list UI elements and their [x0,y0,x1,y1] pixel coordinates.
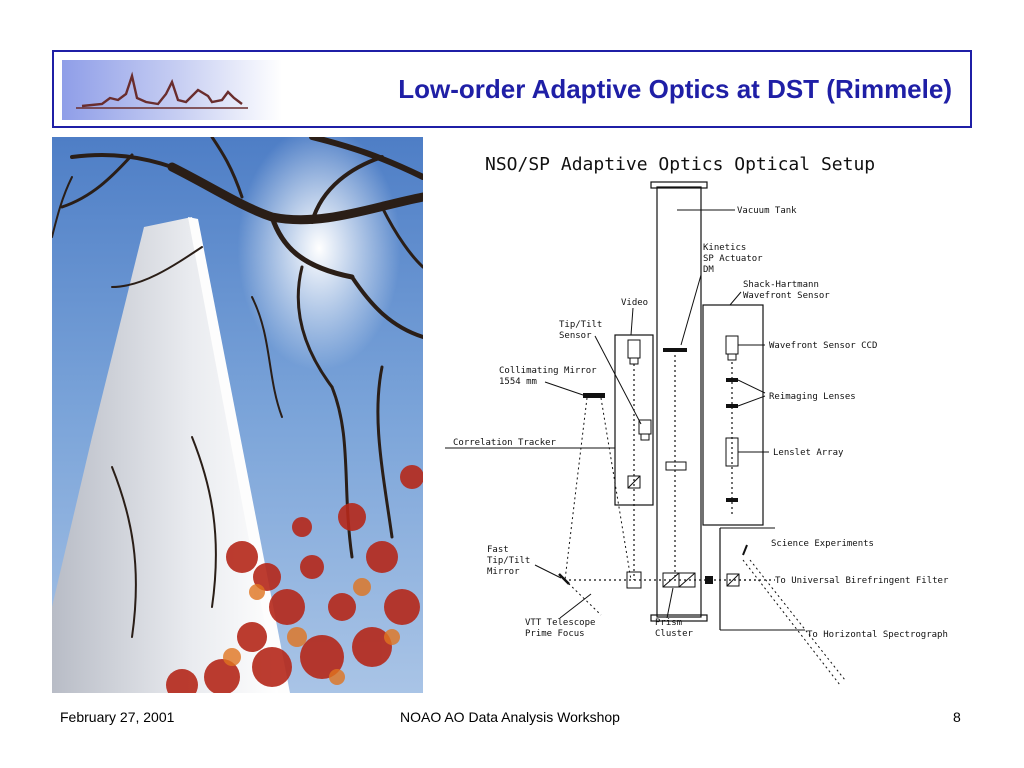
label-collimating-2: 1554 mm [499,377,537,387]
label-vtt-1: VTT Telescope [525,618,595,628]
label-fast-2: Tip/Tilt [487,556,530,566]
footer-page-number: 8 [953,709,961,725]
footer-event: NOAO AO Data Analysis Workshop [400,709,620,725]
observatory-logo [62,60,282,120]
collimating-mirror [583,393,605,398]
label-science: Science Experiments [771,539,874,549]
label-tiptilt-sensor-1: Tip/Tilt [559,320,602,330]
label-ubf: To Universal Birefringent Filter [775,576,949,586]
label-wavefront-ccd: Wavefront Sensor CCD [769,341,877,351]
label-reimaging: Reimaging Lenses [769,392,856,402]
label-collimating-1: Collimating Mirror [499,366,597,376]
wavefront-sensor-box [702,304,764,526]
label-vtt-2: Prime Focus [525,629,585,639]
deformable-mirror [663,348,687,352]
telescope-photo [52,137,423,693]
optical-setup-diagram: NSO/SP Adaptive Optics Optical Setup Vac… [445,154,949,686]
label-horizontal: To Horizontal Spectrograph [807,630,948,640]
footer-date: February 27, 2001 [60,709,175,725]
label-kinetics-3: DM [703,265,714,275]
label-tiptilt-sensor-2: Sensor [559,331,592,341]
label-lenslet: Lenslet Array [773,448,844,458]
slide-title: Low-order Adaptive Optics at DST (Rimmel… [398,74,952,104]
label-video: Video [621,298,648,308]
label-kinetics-1: Kinetics [703,243,746,253]
label-shack-1: Shack-Hartmann [743,280,819,290]
label-fast-3: Mirror [487,567,520,577]
diagram-heading: NSO/SP Adaptive Optics Optical Setup [485,154,875,175]
label-kinetics-2: SP Actuator [703,254,763,264]
slide-header: Low-order Adaptive Optics at DST (Rimmel… [52,50,972,128]
label-shack-2: Wavefront Sensor [743,291,830,301]
label-vacuum-tank: Vacuum Tank [737,206,797,216]
label-fast-1: Fast [487,545,509,555]
label-prism-1: Prism [655,618,682,628]
label-correlation: Correlation Tracker [453,438,557,448]
vacuum-tank [650,181,708,622]
label-prism-2: Cluster [655,629,694,639]
fast-tiptilt-mirror [558,573,570,585]
